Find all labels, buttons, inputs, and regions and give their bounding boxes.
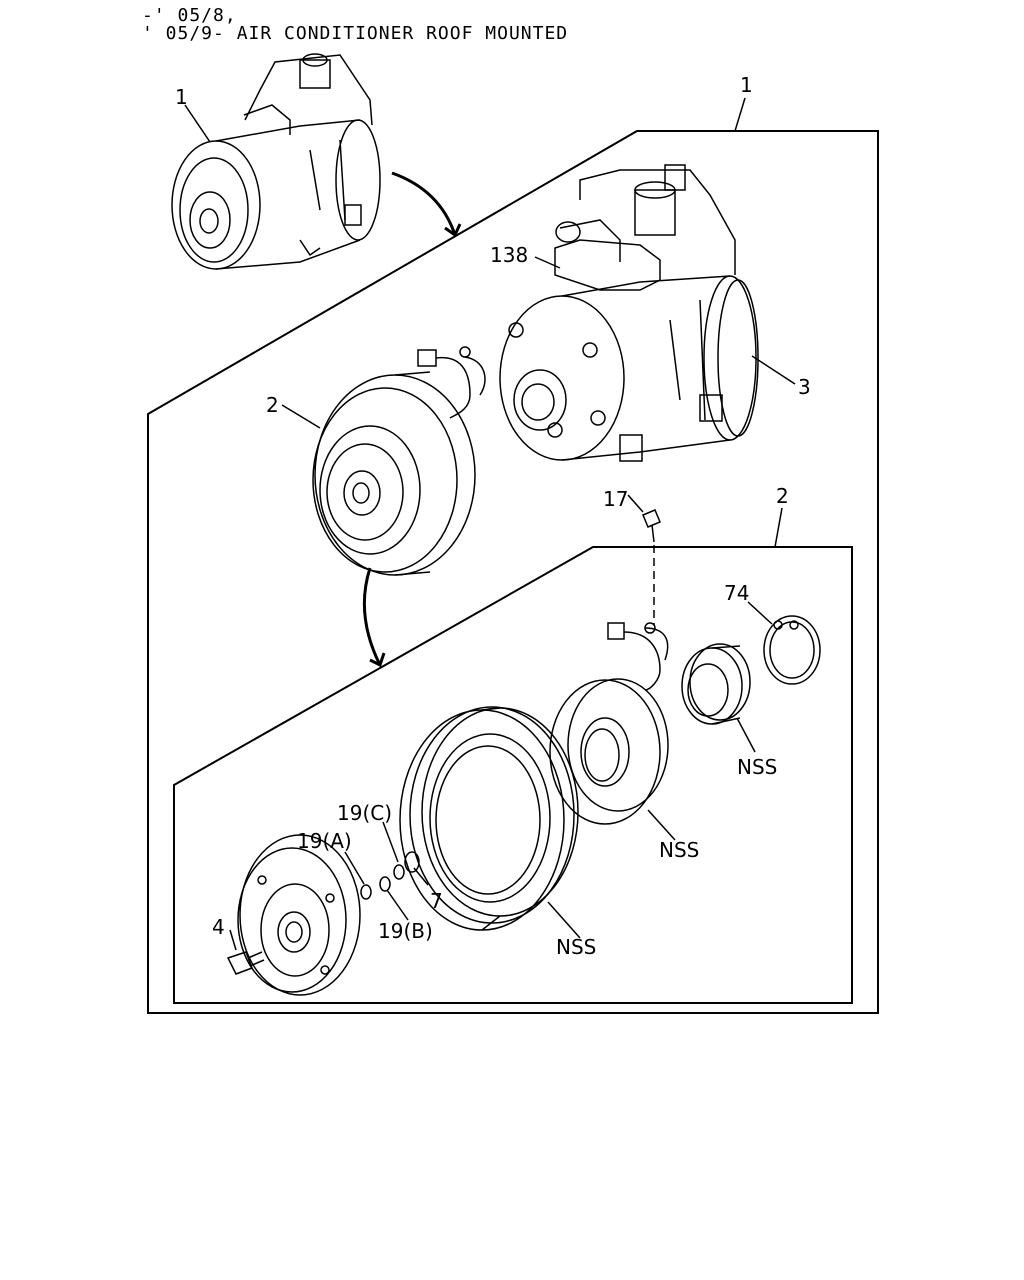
clutch-assembly-illustration <box>312 346 486 576</box>
leader-lines <box>184 97 796 951</box>
callout-bracket: 138 <box>490 243 528 267</box>
callout-compressor-top: 1 <box>175 85 188 109</box>
callout-assembly-outer: 1 <box>740 73 753 97</box>
outer-assembly-frame <box>147 130 879 1014</box>
callout-pulley-nss: NSS <box>556 935 596 959</box>
header-line-1: -' 05/8, <box>142 5 237 26</box>
shims-illustration <box>360 851 420 900</box>
callout-bolt: 4 <box>212 915 225 939</box>
pulley-illustration <box>399 706 579 931</box>
compressor-body-illustration <box>499 164 759 462</box>
field-coil-illustration <box>549 622 669 825</box>
callout-screw: 17 <box>603 487 628 511</box>
callout-shim-a: 19(A) <box>297 829 352 853</box>
clutch-kit-frame <box>173 546 853 1004</box>
bearing-illustration <box>681 643 751 725</box>
transition-arrow-middle <box>362 567 382 666</box>
snap-ring-illustration <box>763 615 821 685</box>
callout-snap-ring: 74 <box>724 581 749 605</box>
header-title: ' 05/9- AIR CONDITIONER ROOF MOUNTED <box>142 23 569 44</box>
compressor-overview-illustration <box>171 53 381 270</box>
screw-illustration <box>642 509 661 625</box>
bolt-illustration <box>226 951 265 975</box>
callout-clutch-kit: 2 <box>776 484 789 508</box>
callout-shim-c: 19(C) <box>337 801 392 825</box>
callout-compressor-body: 3 <box>798 375 811 399</box>
callout-shim-b: 19(B) <box>378 919 433 943</box>
callout-coil-nss: NSS <box>659 838 699 862</box>
callout-clutch-assy: 2 <box>266 393 279 417</box>
transition-arrow-top <box>391 171 457 236</box>
callout-bearing-nss: NSS <box>737 755 777 779</box>
armature-plate-illustration <box>237 834 361 996</box>
callout-ring: 7 <box>430 889 443 913</box>
